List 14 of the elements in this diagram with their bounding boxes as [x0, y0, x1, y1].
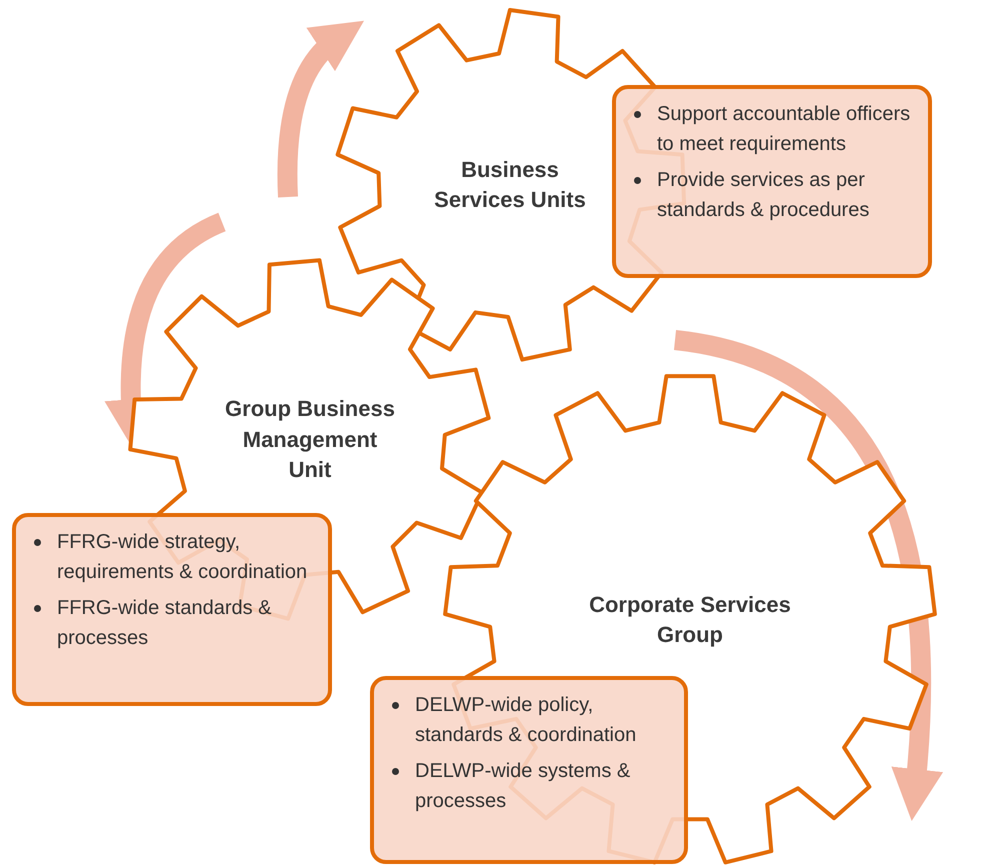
curved-arrow — [277, 19, 363, 198]
bullet-text: DELWP-wide policy, standards & coordination — [415, 693, 638, 748]
gear-title: Group Business Management Unit — [224, 395, 396, 484]
gear-title: Business Services Units — [433, 156, 587, 214]
gear-title: Corporate Services Group — [588, 590, 792, 649]
bullet-box — [12, 513, 332, 706]
bullet-text: FFRG-wide standards & processes — [57, 596, 273, 651]
bullet-box — [370, 676, 688, 864]
bullet-box — [612, 85, 932, 278]
bullet-text: FFRG-wide strategy, requirements & coordination — [57, 530, 308, 585]
bullet-text: Provide services as per standards & procedures — [657, 168, 870, 223]
bullet-text: DELWP-wide systems & processes — [415, 759, 632, 814]
bullet-text: Support accountable officers to meet requirements — [657, 102, 912, 157]
curved-arrow — [673, 330, 943, 822]
